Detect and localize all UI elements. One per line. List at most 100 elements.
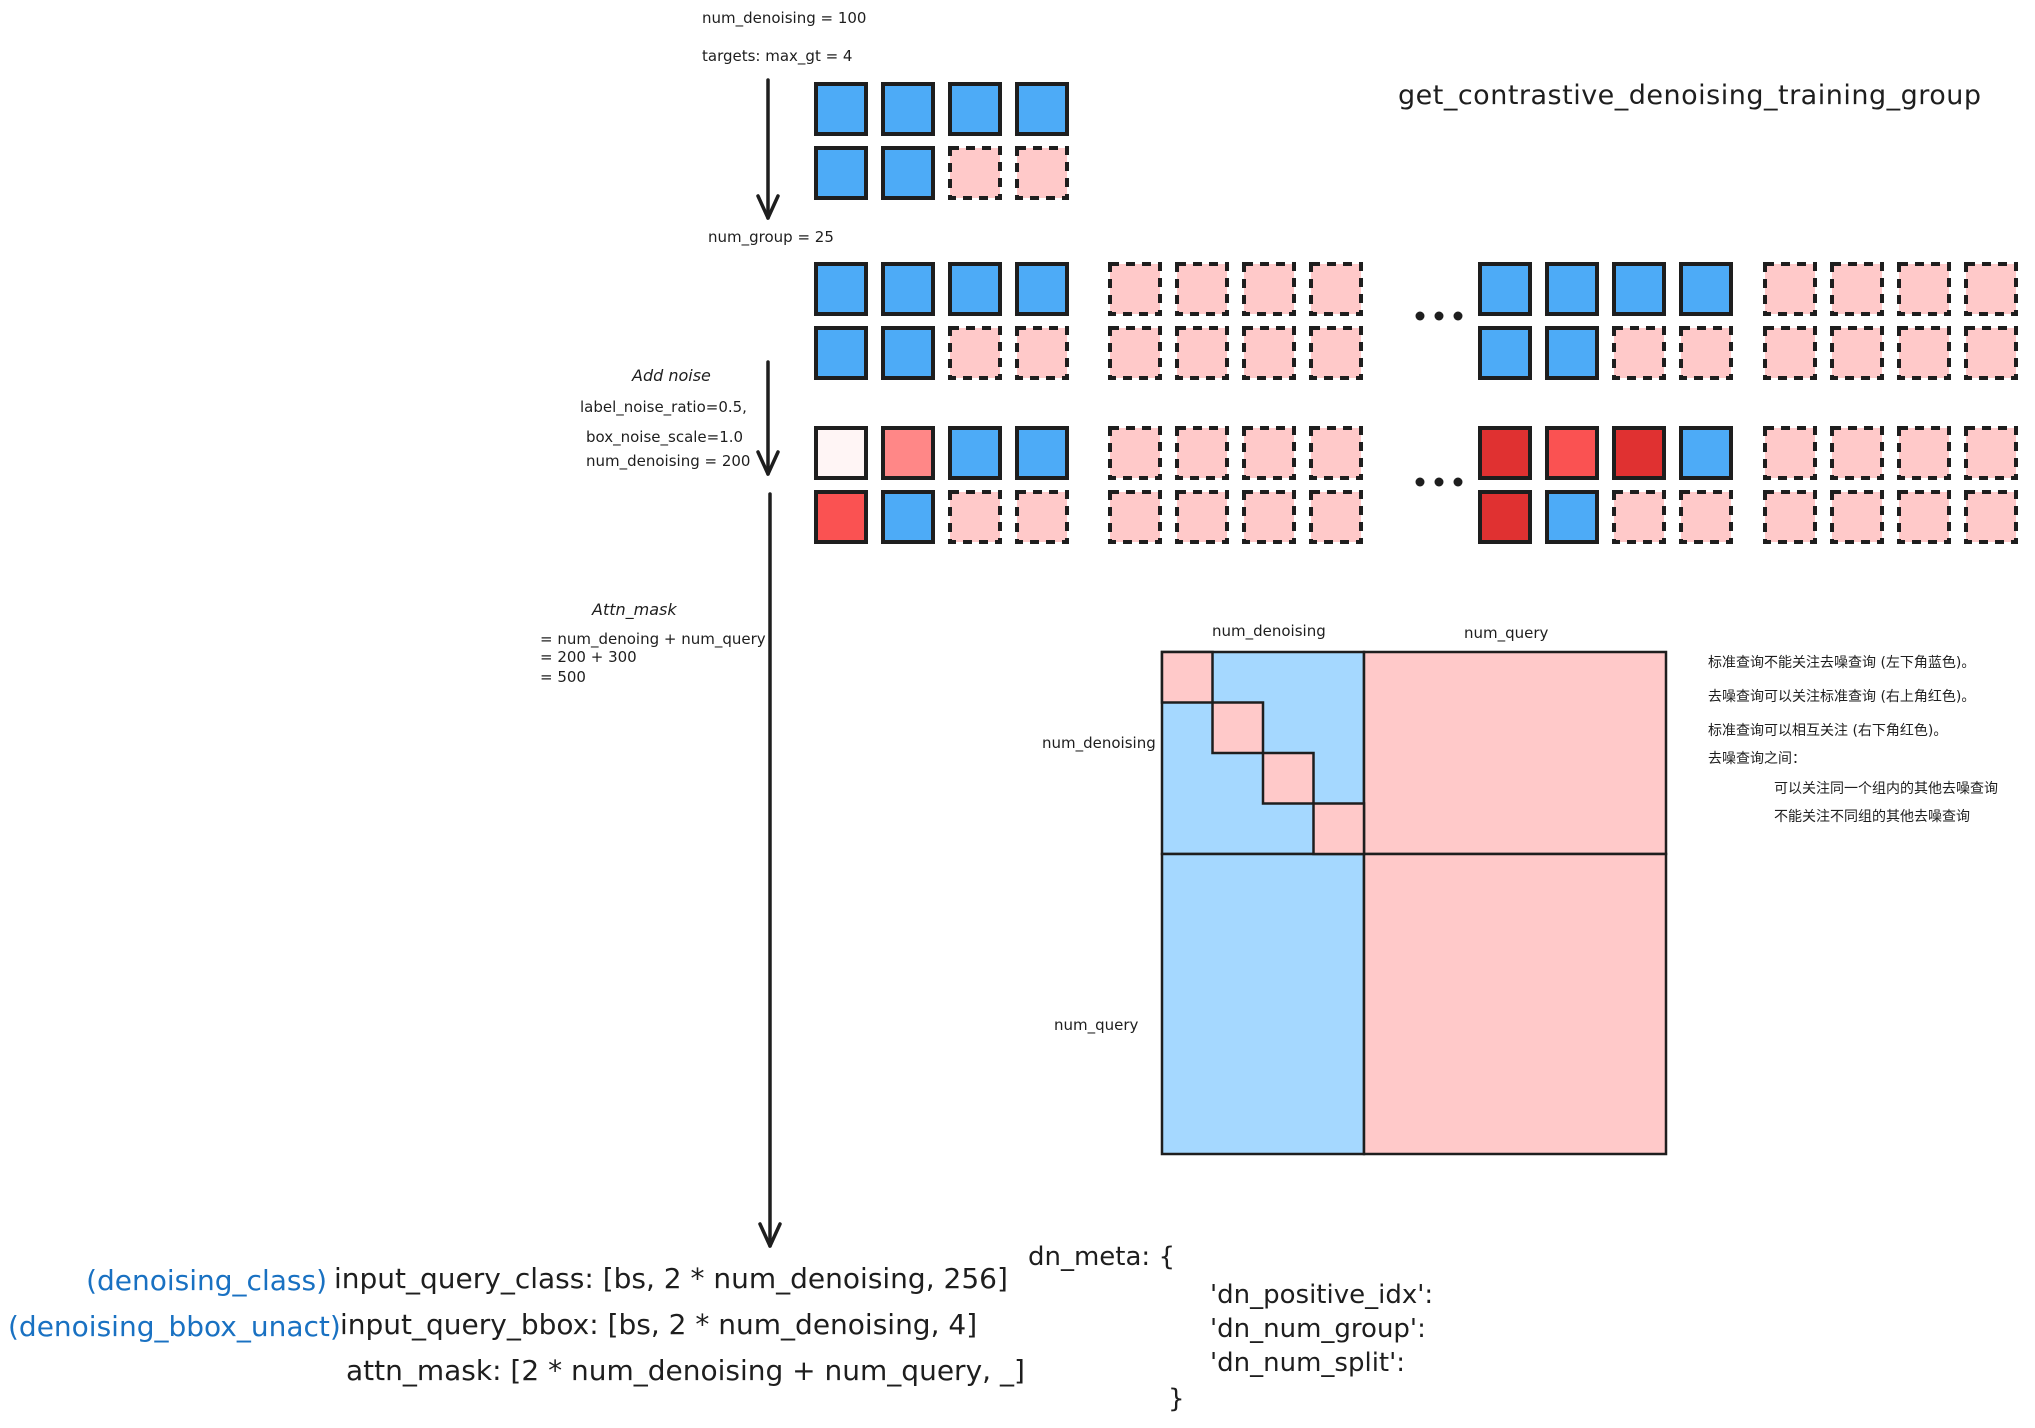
mask-query-to-query	[1362, 852, 1668, 1156]
attn-mask-formula-2: = 200 + 300	[540, 648, 637, 666]
ellipsis-1	[1415, 311, 1463, 321]
noised-query-cell	[1478, 490, 1532, 544]
ellipsis-dot	[1453, 311, 1463, 321]
padding-query-cell	[1830, 326, 1884, 380]
dn-meta-open: dn_meta: {	[1028, 1242, 1175, 1272]
padding-query-cell	[1242, 426, 1296, 480]
mask-col-label-query: num_query	[1464, 624, 1549, 642]
mask-group-diagonal-block	[1160, 650, 1214, 704]
padding-query-cell	[1964, 426, 2018, 480]
padding-query-cell	[1309, 262, 1363, 316]
padding-query-cell	[1679, 326, 1733, 380]
attention-mask-matrix	[1160, 650, 1668, 1156]
padding-query-cell	[1964, 326, 2018, 380]
grouped-queries-2	[1108, 262, 1363, 380]
grouped-queries-4	[1763, 262, 2018, 380]
diagram-title: get_contrastive_denoising_training_group	[1398, 80, 1982, 111]
box-noise-scale-label: box_noise_scale=1.0	[586, 428, 744, 446]
target-grid	[814, 82, 1069, 200]
attn-mask-formula-1: = num_denoing + num_query	[540, 630, 766, 648]
padding-query-cell	[1175, 490, 1229, 544]
positive-query-cell	[1478, 262, 1532, 316]
ellipsis-dot	[1453, 477, 1463, 487]
padding-query-cell	[1763, 426, 1817, 480]
positive-query-cell	[948, 82, 1002, 136]
positive-query-cell	[1545, 490, 1599, 544]
input-query-bbox-line: input_query_bbox: [bs, 2 * num_denoising…	[340, 1308, 978, 1341]
padding-query-cell	[1309, 426, 1363, 480]
padding-query-cell	[1679, 490, 1733, 544]
targets-max-gt-label: targets: max_gt = 4	[702, 47, 853, 65]
positive-query-cell	[814, 82, 868, 136]
positive-query-cell	[1015, 82, 1069, 136]
note-line-2: 去噪查询可以关注标准查询 (右上角红色)。	[1708, 689, 1976, 705]
padding-query-cell	[1897, 326, 1951, 380]
padding-query-cell	[1309, 490, 1363, 544]
padding-query-cell	[1763, 490, 1817, 544]
positive-query-cell	[881, 326, 935, 380]
padding-query-cell	[1108, 326, 1162, 380]
positive-query-cell	[1545, 262, 1599, 316]
mask-group-diagonal-block	[1211, 701, 1265, 755]
positive-query-cell	[881, 490, 935, 544]
noised-query-cell	[814, 490, 868, 544]
padding-query-cell	[1830, 262, 1884, 316]
padding-query-cell	[1175, 426, 1229, 480]
positive-query-cell	[1679, 426, 1733, 480]
noised-queries-4	[1763, 426, 2018, 544]
positive-query-cell	[1612, 262, 1666, 316]
padding-query-cell	[1108, 490, 1162, 544]
positive-query-cell	[1545, 326, 1599, 380]
noised-queries-3	[1478, 426, 1733, 544]
ellipsis-dot	[1434, 477, 1444, 487]
denoising-class-annotation: (denoising_class)	[86, 1264, 327, 1297]
padding-query-cell	[1242, 490, 1296, 544]
padding-query-cell	[1175, 262, 1229, 316]
dn-meta-key-positive-idx: 'dn_positive_idx':	[1210, 1280, 1434, 1310]
padding-query-cell	[1897, 426, 1951, 480]
padding-query-cell	[1242, 262, 1296, 316]
dn-meta-key-num-split: 'dn_num_split':	[1210, 1348, 1406, 1378]
padding-query-cell	[1309, 326, 1363, 380]
attn-mask-heading: Attn_mask	[592, 600, 677, 619]
padding-query-cell	[1015, 490, 1069, 544]
num-group-label: num_group = 25	[708, 228, 834, 246]
grouped-queries-1	[814, 262, 1069, 380]
mask-query-to-denoising	[1160, 852, 1366, 1156]
padding-query-cell	[1108, 426, 1162, 480]
padding-query-cell	[1242, 326, 1296, 380]
positive-query-cell	[881, 262, 935, 316]
add-noise-heading: Add noise	[632, 366, 711, 385]
note-line-5: 可以关注同一个组内的其他去噪查询	[1774, 781, 1998, 797]
arrow-step1	[756, 78, 780, 220]
padding-query-cell	[1612, 326, 1666, 380]
positive-query-cell	[1478, 326, 1532, 380]
noised-query-cell	[1545, 426, 1599, 480]
note-line-6: 不能关注不同组的其他去噪查询	[1774, 809, 1970, 825]
padding-query-cell	[1763, 262, 1817, 316]
padding-query-cell	[948, 146, 1002, 200]
noised-queries-1	[814, 426, 1069, 544]
positive-query-cell	[881, 146, 935, 200]
mask-denoising-to-query	[1362, 650, 1668, 856]
ellipsis-markers	[1415, 311, 1463, 487]
dn-meta-close: }	[1168, 1384, 1185, 1414]
positive-query-cell	[814, 146, 868, 200]
arrow-add-noise	[756, 360, 780, 476]
grouped-queries-3	[1478, 262, 1733, 380]
padding-query-cell	[948, 490, 1002, 544]
denoising-bbox-unact-annotation: (denoising_bbox_unact)	[8, 1310, 341, 1343]
noised-query-cell	[814, 426, 868, 480]
noised-query-cell	[1478, 426, 1532, 480]
padding-query-cell	[1830, 490, 1884, 544]
padding-query-cell	[1830, 426, 1884, 480]
arrow-to-output	[758, 492, 782, 1248]
input-query-class-line: input_query_class: [bs, 2 * num_denoisin…	[334, 1262, 1008, 1295]
padding-query-cell	[1897, 262, 1951, 316]
attn-mask-formula-3: = 500	[540, 668, 586, 686]
mask-row-label-query: num_query	[1054, 1016, 1139, 1034]
mask-group-diagonal-block	[1261, 751, 1315, 805]
noised-queries-2	[1108, 426, 1363, 544]
ellipsis-dot	[1434, 311, 1444, 321]
